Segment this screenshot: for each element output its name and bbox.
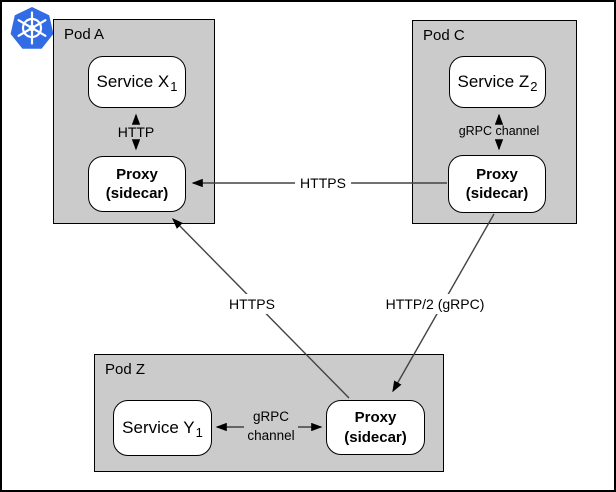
- service-z2-label: Service Z2: [457, 72, 538, 94]
- service-x1-label: Service X1: [96, 72, 178, 94]
- service-y1-node: Service Y1: [113, 400, 212, 456]
- proxy-sidecar-c-label: Proxy (sidecar): [465, 165, 529, 203]
- service-x1-subscript: 1: [170, 79, 178, 94]
- proxy-sidecar-z-node: Proxy (sidecar): [326, 400, 425, 455]
- edge-label-https-horizontal: HTTPS: [295, 173, 351, 193]
- service-y1-label: Service Y1: [122, 418, 203, 440]
- proxy-sidecar-z-label: Proxy (sidecar): [344, 409, 407, 446]
- kubernetes-logo-icon: [10, 7, 54, 49]
- pod-c-container: Pod C Service Z2 Proxy (sidecar): [412, 20, 577, 224]
- service-x1-node: Service X1: [88, 56, 186, 108]
- channel-label-grpc-pod-z: gRPC channel: [247, 409, 295, 443]
- proxy-sidecar-c-node: Proxy (sidecar): [448, 155, 546, 213]
- channel-label-http: HTTP: [117, 124, 155, 140]
- pod-c-label: Pod C: [423, 27, 465, 44]
- pod-z-label: Pod Z: [105, 361, 146, 378]
- service-z2-node: Service Z2: [449, 56, 546, 108]
- edge-label-http2-grpc: HTTP/2 (gRPC): [380, 294, 490, 314]
- proxy-sidecar-a-label: Proxy (sidecar): [105, 165, 169, 203]
- pod-a-label: Pod A: [64, 26, 105, 43]
- service-z2-subscript: 2: [530, 79, 538, 94]
- proxy-sidecar-a-node: Proxy (sidecar): [88, 156, 186, 212]
- pod-a-container: Pod A Service X1 Proxy (sidecar): [53, 19, 215, 224]
- channel-label-grpc-pod-c: gRPC channel: [458, 124, 540, 138]
- edge-label-https-diagonal: HTTPS: [224, 294, 280, 314]
- service-y1-subscript: 1: [195, 425, 203, 440]
